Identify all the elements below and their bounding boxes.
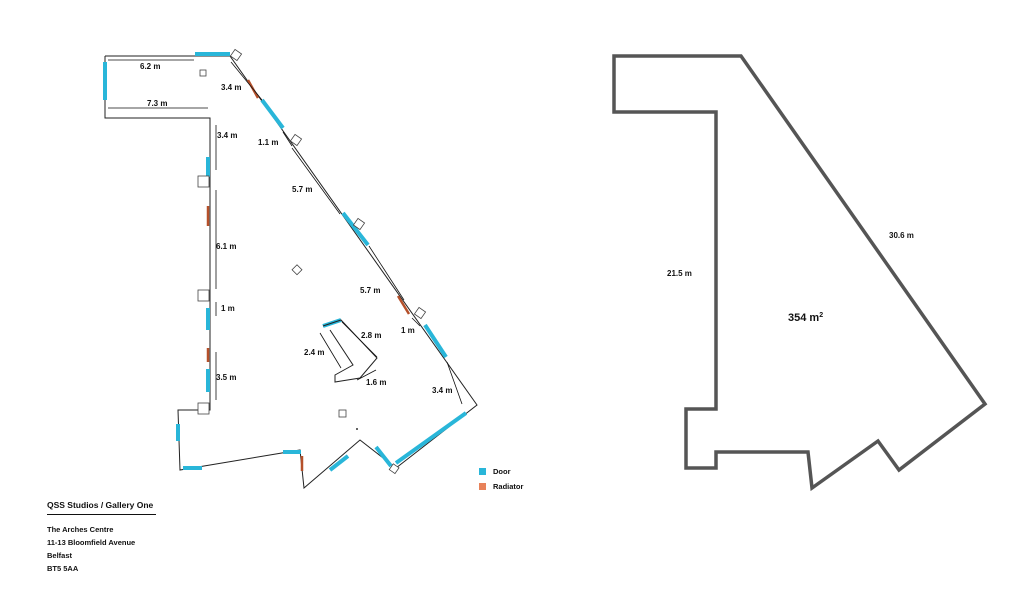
column (197, 289, 210, 302)
title-block: QSS Studios / Gallery One The Arches Cen… (47, 500, 156, 575)
address-line: BT5 5AA (47, 564, 79, 573)
column (229, 48, 243, 62)
plan-wall (104, 55, 478, 489)
dim-label: 7.3 m (147, 99, 167, 108)
legend-item-radiator: Radiator (479, 480, 523, 493)
area-outline: 354 m2 21.5 m 30.6 m (612, 54, 988, 492)
column (352, 217, 366, 231)
columns (197, 48, 427, 475)
address-line: 11-13 Bloomfield Avenue (47, 538, 136, 547)
address-line: The Arches Centre (47, 525, 114, 534)
dimension-lines (108, 59, 463, 405)
dim-label: 6.2 m (140, 62, 160, 71)
floor-point (356, 428, 358, 430)
legend: Door Radiator (479, 465, 523, 495)
radiator-swatch (479, 483, 486, 490)
dim-label: 5.7 m (360, 286, 380, 295)
dim-label: 3.4 m (432, 386, 452, 395)
column (199, 69, 207, 77)
column (338, 409, 347, 418)
inner-partition (322, 319, 378, 383)
column (289, 133, 303, 147)
dim-label: 1.6 m (366, 378, 386, 387)
radiators (206, 79, 411, 471)
legend-label: Radiator (493, 482, 524, 491)
door-swatch (479, 468, 486, 475)
column (291, 264, 303, 276)
dim-label: 2.4 m (304, 348, 324, 357)
floor-plan: 6.2 m 7.3 m 3.4 m 3.4 m 1.1 m 5.7 m 6.1 … (103, 48, 478, 489)
dim-label: 2.8 m (361, 331, 381, 340)
address-line: Belfast (47, 551, 73, 560)
outline-shape (612, 54, 988, 492)
address: The Arches Centre 11-13 Bloomfield Avenu… (47, 523, 156, 575)
legend-item-door: Door (479, 465, 523, 478)
left-length-label: 21.5 m (667, 269, 692, 278)
door (423, 323, 448, 359)
dim-label: 1 m (401, 326, 415, 335)
dim-label: 5.7 m (292, 185, 312, 194)
doors (103, 52, 468, 472)
door (394, 411, 468, 465)
radiator (396, 295, 411, 315)
area-value: 354 m2 (788, 312, 823, 324)
dim-label: 3.4 m (217, 131, 237, 140)
dim-label: 1.1 m (258, 138, 278, 147)
column (388, 463, 400, 475)
column (413, 306, 427, 320)
dim-label: 3.4 m (221, 83, 241, 92)
door (260, 98, 285, 130)
dim-label: 1 m (221, 304, 235, 313)
door (328, 454, 350, 472)
gallery-name: QSS Studios / Gallery One (47, 500, 156, 515)
dim-label: 3.5 m (216, 373, 236, 382)
diagonal-length-label: 30.6 m (889, 231, 914, 240)
column (197, 175, 210, 188)
door (374, 445, 393, 468)
legend-label: Door (493, 467, 511, 476)
column (197, 402, 210, 415)
door (341, 211, 370, 247)
dim-label: 6.1 m (216, 242, 236, 251)
